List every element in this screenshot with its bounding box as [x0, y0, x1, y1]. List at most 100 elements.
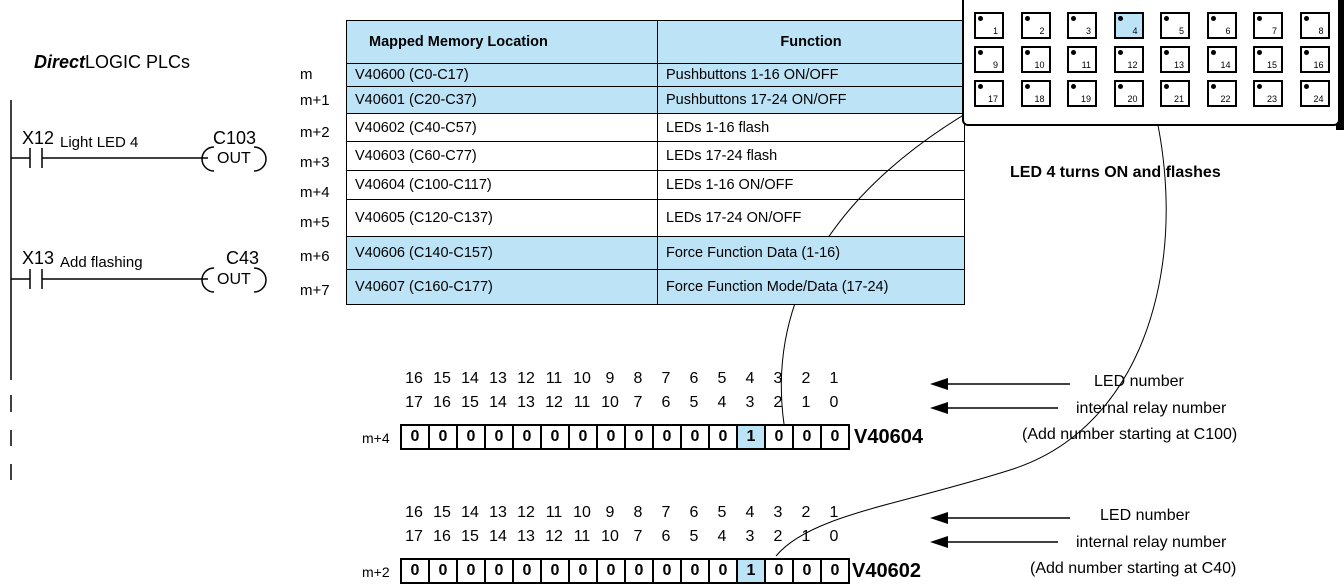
key-number: 6	[1225, 26, 1231, 36]
relay-number: 14	[489, 528, 507, 545]
led-dot-icon	[1257, 84, 1262, 89]
bit-cell: 0	[654, 560, 682, 582]
add-number-annotation: (Add number starting at C100)	[1022, 426, 1238, 443]
relay-number: 16	[433, 528, 451, 545]
relay-number: 2	[773, 528, 783, 545]
led-caption: LED 4 turns ON and flashes	[1010, 164, 1221, 181]
led-number: 5	[717, 370, 727, 387]
header-location: Mapped Memory Location	[346, 20, 658, 64]
bit-cell: 0	[710, 426, 738, 448]
bit-cell: 1	[738, 560, 766, 582]
bit-cell: 0	[794, 426, 822, 448]
bit-cell: 0	[830, 562, 840, 579]
keypad-key: 7	[1253, 12, 1283, 39]
coil-c43-out: OUT	[217, 271, 251, 288]
function-cell: Pushbuttons 17-24 ON/OFF	[657, 86, 965, 114]
led-number: 15	[433, 370, 451, 387]
location-cell: V40607 (C160-C177)	[346, 269, 658, 305]
bit-cell: 0	[430, 426, 458, 448]
relay-number: 17	[405, 528, 423, 545]
led-number: 10	[573, 504, 591, 521]
coil-c43-address: C43	[226, 248, 260, 268]
bit-cell: 0	[542, 426, 570, 448]
relay-number: 7	[633, 394, 643, 411]
keypad-key: 15	[1253, 46, 1283, 73]
key-number: 22	[1220, 94, 1231, 104]
key-number: 13	[1173, 60, 1184, 70]
led-number: 14	[461, 370, 479, 387]
led-dot-icon	[978, 84, 983, 89]
bit-cell: 0	[766, 426, 794, 448]
arrow-relay-number-1	[930, 402, 1058, 414]
arrow-led-number-1	[930, 378, 1070, 390]
contact-x12-label: X12	[22, 128, 55, 148]
key-number: 9	[992, 60, 998, 70]
relay-number: 11	[573, 394, 591, 411]
bit-cell: 0	[682, 560, 710, 582]
key-number: 23	[1266, 94, 1277, 104]
led-dot-icon	[1117, 84, 1123, 89]
led-number: 4	[745, 504, 755, 521]
keypad-shadow	[1336, 0, 1344, 130]
led-number: 9	[605, 370, 615, 387]
led-number: 1	[829, 370, 839, 387]
relay-number: 12	[545, 528, 563, 545]
row-label-m2: m+2	[300, 124, 330, 141]
relay-number: 15	[461, 528, 479, 545]
table-row: V40600 (C0-C17) Pushbuttons 1-16 ON/OFF	[346, 63, 965, 87]
location-cell: V40606 (C140-C157)	[346, 236, 658, 270]
bit-cell: 0	[514, 426, 542, 448]
led-dot-icon	[1071, 84, 1076, 89]
key-number: 4	[1132, 26, 1138, 36]
keypad-key: 19	[1067, 80, 1097, 107]
bit-cell: 0	[598, 426, 626, 448]
row-label-m1: m+1	[300, 92, 330, 109]
relay-number: 13	[517, 528, 535, 545]
bit-cell: 0	[514, 560, 542, 582]
keypad-key: 8	[1299, 12, 1330, 39]
bit-cell: 0	[654, 426, 682, 448]
led-dot-icon	[1024, 84, 1030, 89]
relay-number: 4	[717, 394, 727, 411]
row-label-m5: m+5	[300, 214, 330, 231]
relay-number: 13	[517, 394, 535, 411]
keypad-key: 2	[1020, 12, 1051, 39]
led-dot-icon	[1024, 50, 1030, 55]
relay-number: 4	[717, 528, 727, 545]
led-number: 12	[517, 504, 535, 521]
register-row-label: m+4	[362, 430, 390, 446]
keypad-key: 6	[1206, 12, 1237, 39]
bit-cell: 0	[542, 560, 570, 582]
relay-number: 16	[433, 394, 451, 411]
contact-x13-label: X13	[22, 248, 55, 268]
led-number: 1	[829, 504, 839, 521]
table-header-row: Mapped Memory Location Function	[346, 20, 965, 64]
led-number: 10	[573, 370, 591, 387]
key-number: 1	[992, 26, 998, 36]
led-number: 13	[489, 370, 507, 387]
led-number: 11	[545, 504, 563, 521]
led-number: 16	[405, 504, 423, 521]
bit-cell: 0	[794, 560, 822, 582]
key-number: 24	[1313, 94, 1324, 104]
led-dot-icon	[1210, 50, 1216, 55]
relay-number: 6	[661, 528, 671, 545]
plc-heading: DirectLOGIC PLCs	[34, 52, 190, 73]
led-number: 7	[661, 504, 671, 521]
key-number: 18	[1034, 94, 1045, 104]
keypad-key: 21	[1160, 80, 1190, 107]
function-cell: LEDs 1-16 flash	[657, 113, 965, 142]
location-cell: V40602 (C40-C57)	[346, 113, 658, 142]
led-number: 3	[773, 504, 783, 521]
led-number: 6	[689, 370, 699, 387]
bit-cell: 0	[830, 428, 840, 445]
led-number: 14	[461, 504, 479, 521]
key-number: 2	[1039, 26, 1045, 36]
bit-cell: 0	[570, 560, 598, 582]
function-cell: Pushbuttons 1-16 ON/OFF	[657, 63, 965, 87]
relay-number-annotation: internal relay number	[1076, 400, 1227, 417]
header-function: Function	[657, 20, 965, 64]
keypad-key: 13	[1160, 46, 1190, 73]
keypad-key: 14	[1206, 46, 1237, 73]
relay-number: 7	[633, 528, 643, 545]
